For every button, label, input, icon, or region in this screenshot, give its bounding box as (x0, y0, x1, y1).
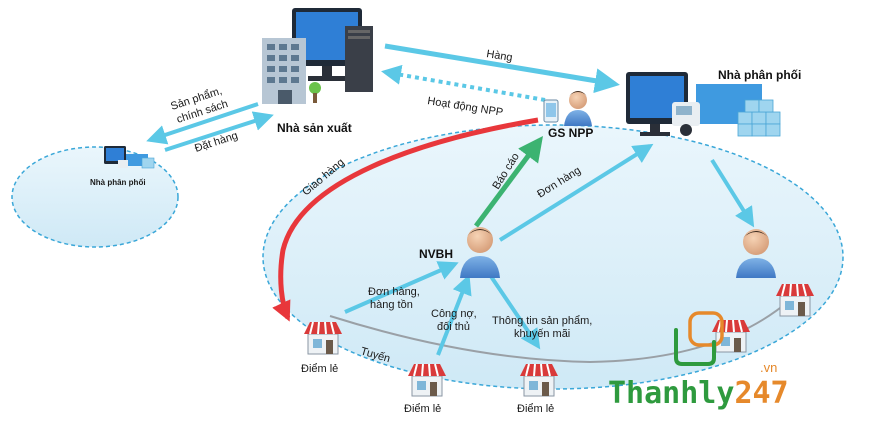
orders-stock-arrow (344, 261, 459, 314)
distributor-small-label: Nhà phân phối (90, 178, 146, 187)
store-mid2-icon (520, 363, 558, 397)
store-left-icon (304, 321, 342, 355)
orders-stock-label-1: Đơn hàng, (368, 286, 420, 298)
brand-logo: .vn Thanhly247 (608, 311, 789, 411)
brand-name-green: Thanhly (608, 376, 734, 411)
goods-arrow (384, 43, 620, 94)
brand-logo-mark-orange (688, 311, 724, 347)
brand-tld: .vn (760, 360, 777, 375)
salesman-label: NVBH (419, 247, 453, 261)
product-info-arrow (486, 270, 541, 350)
right-salesman-icon (736, 229, 776, 278)
small-distribution-zone (11, 146, 179, 248)
npp-activity-label: Hoạt động NPP (427, 95, 504, 119)
orders-stock-label-2: hàng tồn (370, 299, 413, 311)
order-to-npp-arrow (498, 143, 654, 242)
report-arrow (473, 135, 543, 228)
delivery-arrow (272, 117, 539, 322)
order-arrow (164, 111, 274, 152)
brand-name: Thanhly247 (608, 376, 789, 411)
debt-competitor-arrow (436, 274, 472, 356)
store-mid2-label: Điểm lẻ (517, 403, 554, 415)
salesman-icon (460, 227, 500, 278)
store-right2-icon (776, 283, 814, 317)
store-mid1-icon (408, 363, 446, 397)
npp-to-salesman-arrow (710, 158, 755, 228)
store-right1-icon (712, 319, 750, 353)
distributor-main-label: Nhà phân phối (718, 68, 801, 82)
supervisor-label: GS NPP (548, 126, 593, 140)
distributor-small-icon (104, 146, 155, 169)
debt-competitor-label-1: Công nợ, (431, 308, 477, 320)
manufacturer-label: Nhà sản xuất (277, 121, 352, 135)
manufacturer-icon (262, 8, 373, 104)
goods-label: Hàng (486, 48, 514, 64)
product-info-label-2: khuyến mãi (514, 328, 570, 340)
npp-activity-arrow (381, 64, 546, 102)
store-mid1-label: Điểm lẻ (404, 403, 441, 415)
main-distribution-zone (262, 124, 844, 390)
products-policy-arrow (146, 102, 259, 145)
debt-competitor-label-2: đối thủ (437, 321, 470, 333)
brand-name-orange: 247 (734, 376, 788, 411)
distributor-main-icon (626, 72, 781, 137)
product-info-label-1: Thông tin sản phẩm, (492, 315, 592, 327)
supervisor-icon (543, 91, 592, 126)
store-left-label: Điểm lẻ (301, 363, 338, 375)
brand-logo-mark-green (674, 328, 716, 366)
